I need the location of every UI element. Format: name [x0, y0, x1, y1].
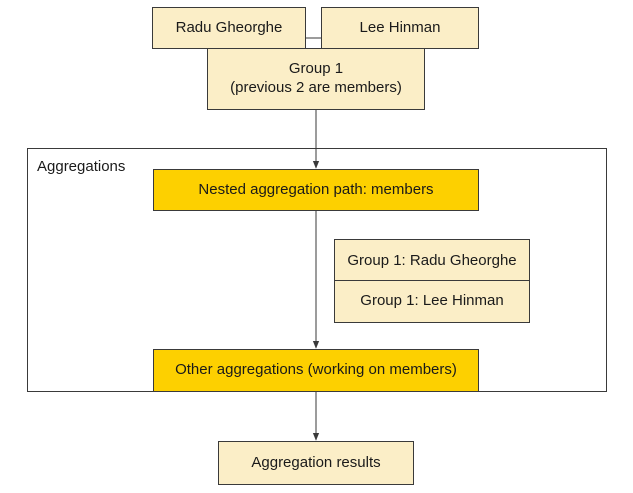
aggregation-results-box: Aggregation results	[218, 441, 414, 485]
aggregation-results-label: Aggregation results	[251, 453, 381, 471]
other-aggregations-label: Other aggregations (working on members)	[175, 361, 457, 379]
nested-aggregation-path-label: Nested aggregation path: members	[198, 180, 434, 198]
nested-aggregation-path-box: Nested aggregation path: members	[153, 169, 479, 211]
member-doc-radu: Group 1: Radu Gheorghe	[335, 240, 529, 280]
aggregations-frame-label: Aggregations	[37, 158, 126, 175]
member-doc-radu-label: Group 1: Radu Gheorghe	[347, 251, 517, 269]
group-1-box: Group 1 (previous 2 are members)	[207, 48, 425, 110]
document-lee-hinman: Lee Hinman	[321, 7, 479, 49]
document-lee-hinman-label: Lee Hinman	[359, 18, 441, 36]
document-radu-gheorghe-label: Radu Gheorghe	[175, 18, 283, 36]
member-doc-lee: Group 1: Lee Hinman	[335, 280, 529, 320]
member-documents-stack: Group 1: Radu Gheorghe Group 1: Lee Hinm…	[334, 239, 530, 323]
document-radu-gheorghe: Radu Gheorghe	[152, 7, 306, 49]
member-doc-lee-label: Group 1: Lee Hinman	[360, 292, 504, 309]
other-aggregations-box: Other aggregations (working on members)	[153, 349, 479, 392]
group-1-title: Group 1	[288, 60, 344, 78]
group-1-note: (previous 2 are members)	[230, 79, 402, 96]
